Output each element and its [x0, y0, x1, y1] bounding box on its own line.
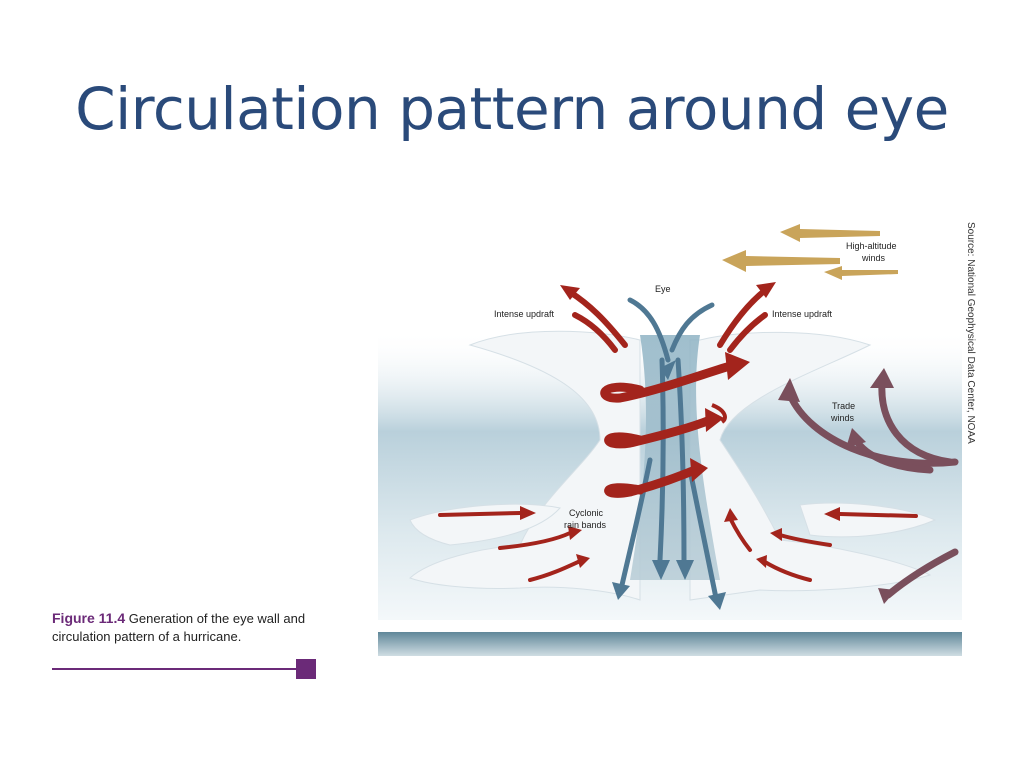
label-cyclonic-2: rain bands [564, 520, 607, 530]
trade-wind-arrowheads [778, 368, 896, 604]
figure-caption-text: Generation of the eye wall and circulati… [52, 611, 306, 644]
figure-label: Figure 11.4 [52, 610, 126, 626]
inflow-arrowheads [520, 506, 840, 568]
caption-divider [52, 668, 296, 670]
slide-title: Circulation pattern around eye [75, 75, 949, 143]
label-eye: Eye [655, 284, 671, 294]
sea-surface [378, 632, 962, 656]
label-cyclonic-1: Cyclonic [569, 508, 604, 518]
small-curl-arrow [711, 403, 727, 424]
source-credit-text: Source: National Geophysical Data Center… [965, 222, 976, 444]
label-intense-updraft-right: Intense updraft [772, 309, 833, 319]
label-trade-1: Trade [832, 401, 855, 411]
updraft-arrowheads [560, 282, 776, 300]
caption-marker [296, 659, 316, 679]
high-altitude-wind-arrows [722, 224, 898, 280]
descending-arrowheads [612, 360, 726, 610]
updraft-arrows [567, 285, 771, 353]
label-trade-2: winds [830, 413, 855, 423]
label-intense-updraft-left: Intense updraft [494, 309, 555, 319]
label-high-altitude-2: winds [861, 253, 886, 263]
spiral-arrows [600, 361, 735, 498]
figure-caption: Figure 11.4 Generation of the eye wall a… [52, 609, 332, 646]
label-high-altitude-1: High-altitude [846, 241, 897, 251]
spiral-arrowheads [690, 352, 750, 482]
source-credit: Source: National Geophysical Data Center… [958, 222, 978, 452]
